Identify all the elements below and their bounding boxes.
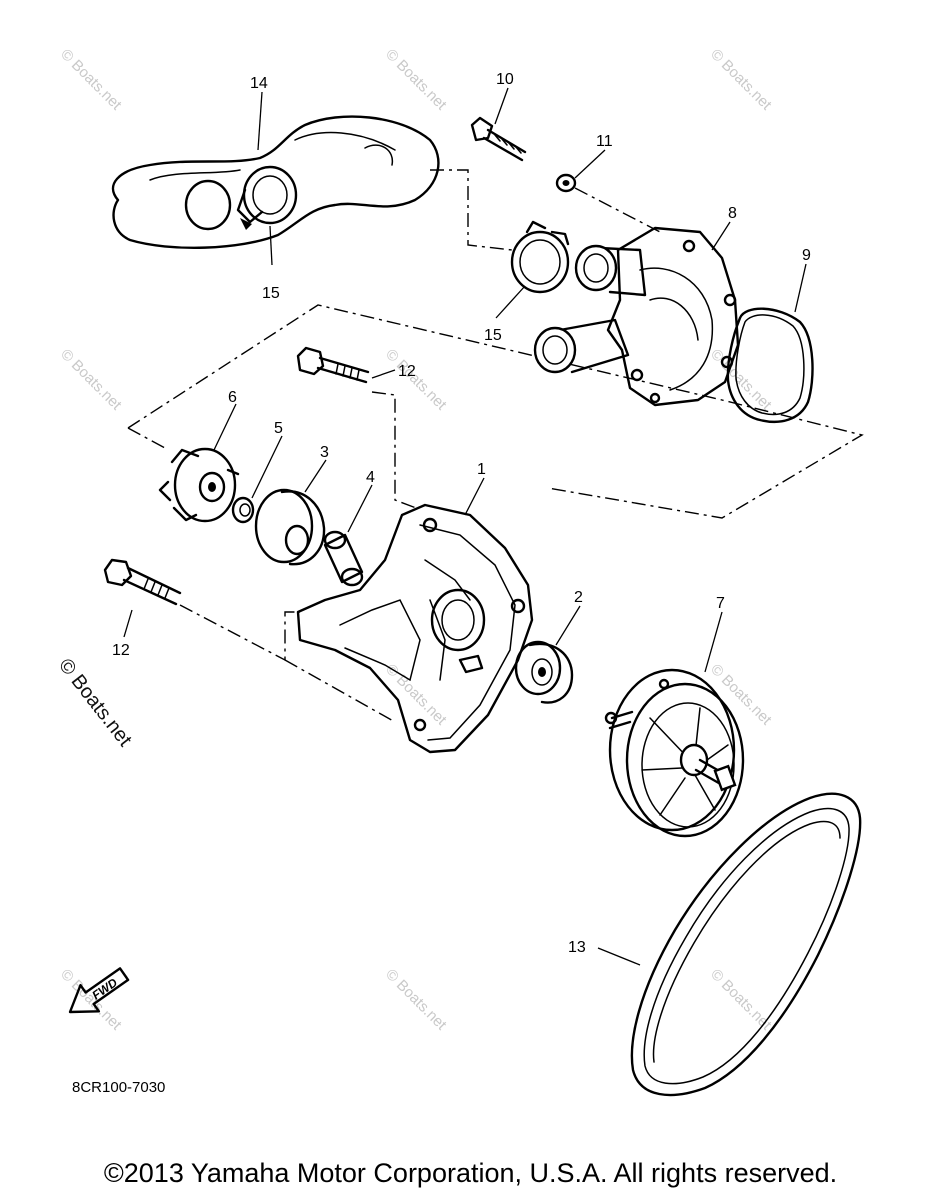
watermark: © Boats.net bbox=[57, 966, 125, 1034]
part-12-bolt-lower bbox=[103, 558, 182, 606]
callout-10: 10 bbox=[496, 71, 514, 88]
callout-labels: 14 10 11 8 9 15 15 12 6 5 3 4 1 12 2 7 1… bbox=[112, 71, 811, 956]
callout-12-lower: 12 bbox=[112, 642, 130, 659]
callout-1: 1 bbox=[477, 461, 486, 478]
part-3-seal bbox=[254, 488, 326, 566]
watermark: © Boats.net bbox=[707, 346, 775, 414]
callout-9: 9 bbox=[802, 247, 811, 264]
part-7-pulley bbox=[604, 668, 745, 838]
watermark: © Boats.net bbox=[707, 46, 775, 114]
part-15-clamp-upper bbox=[236, 165, 298, 230]
callout-7: 7 bbox=[716, 595, 725, 612]
diagram-code: 8CR100-7030 bbox=[72, 1079, 165, 1096]
callout-8: 8 bbox=[728, 205, 737, 222]
part-9-gasket bbox=[726, 307, 814, 424]
callout-4: 4 bbox=[366, 469, 375, 486]
watermark: © Boats.net bbox=[382, 966, 450, 1034]
callout-5: 5 bbox=[274, 420, 283, 437]
callout-11: 11 bbox=[596, 133, 613, 150]
part-2-bearing bbox=[514, 640, 574, 704]
part-5-washer bbox=[231, 496, 255, 524]
callout-14: 14 bbox=[250, 75, 268, 92]
part-1-pump-housing bbox=[296, 503, 534, 754]
watermark: © Boats.net bbox=[382, 46, 450, 114]
part-14-hose bbox=[111, 115, 440, 249]
part-6-impeller bbox=[158, 447, 240, 523]
callout-13: 13 bbox=[568, 939, 586, 956]
watermark: © Boats.net bbox=[57, 46, 125, 114]
watermark-left: © Boats.net bbox=[54, 655, 136, 751]
watermark: © Boats.net bbox=[382, 346, 450, 414]
watermark-layer: © Boats.net © Boats.net © Boats.net © Bo… bbox=[57, 46, 775, 1034]
callout-12-upper: 12 bbox=[398, 363, 416, 380]
fwd-label: FWD bbox=[89, 975, 120, 1002]
copyright-notice: ©2013 Yamaha Motor Corporation, U.S.A. A… bbox=[103, 1158, 838, 1188]
watermark: © Boats.net bbox=[57, 346, 125, 414]
part-11-washer bbox=[555, 173, 577, 193]
leader-lines bbox=[123, 87, 807, 966]
part-10-bolt bbox=[470, 116, 527, 162]
assembly-lines bbox=[127, 169, 864, 723]
callout-15-lower: 15 bbox=[484, 327, 502, 344]
part-13-belt bbox=[630, 792, 862, 1097]
watermark: © Boats.net bbox=[707, 966, 775, 1034]
callout-15-upper: 15 bbox=[262, 285, 280, 302]
part-4-sleeve bbox=[323, 530, 364, 587]
part-12-bolt-upper bbox=[296, 346, 370, 384]
part-8-pump-cover bbox=[533, 226, 740, 407]
callout-3: 3 bbox=[320, 444, 329, 461]
callout-2: 2 bbox=[574, 589, 583, 606]
callout-6: 6 bbox=[228, 389, 237, 406]
part-15-clamp-lower bbox=[510, 220, 570, 294]
